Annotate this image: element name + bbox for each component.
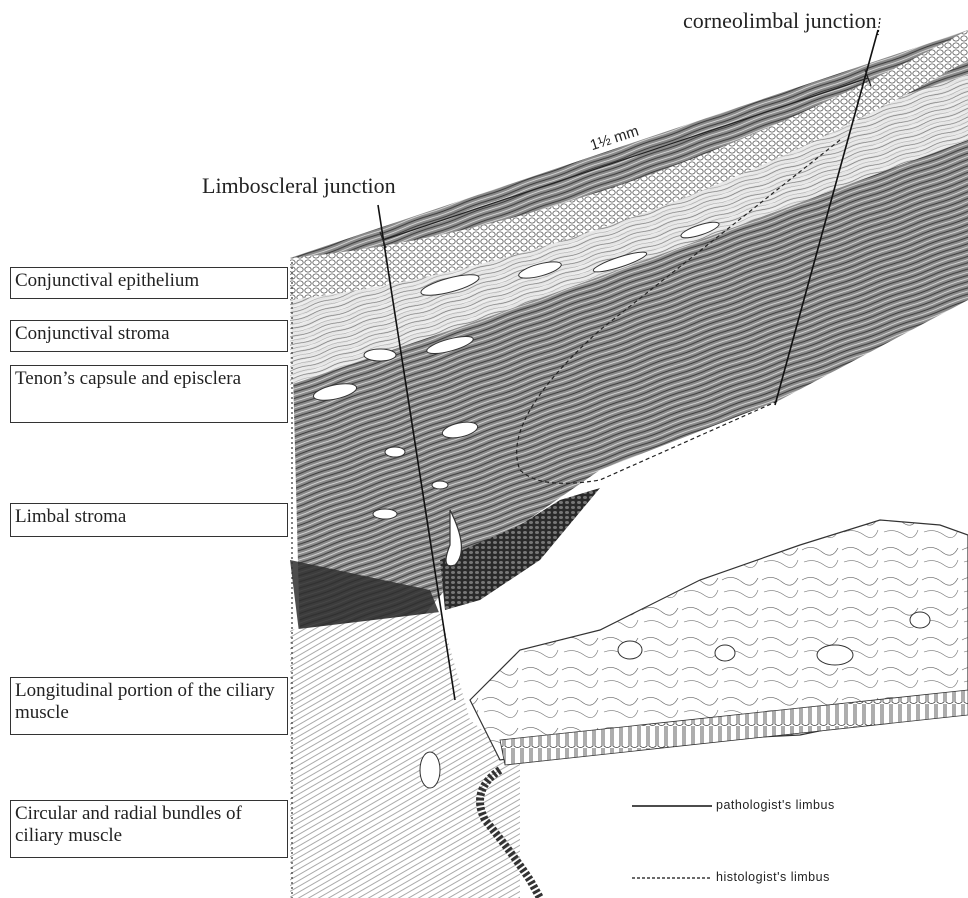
layer-box-circular-radial-bundles: Circular and radial bundles of ciliary m… [10, 800, 288, 858]
layer-box-limbal-stroma: Limbal stroma [10, 503, 288, 537]
ciliary-region [290, 612, 520, 898]
layer-box-conjunctival-stroma: Conjunctival stroma [10, 320, 288, 352]
limboscleral-junction-label: Limboscleral junction [202, 173, 396, 199]
corneolimbal-junction-label: corneolimbal junction [683, 8, 877, 34]
layer-box-conjunctival-epithelium: Conjunctival epithelium [10, 267, 288, 299]
legend-histologist-label: histologist's limbus [716, 870, 830, 884]
legend-pathologist-label: pathologist's limbus [716, 798, 835, 812]
layer-box-tenons-capsule: Tenon’s capsule and episclera [10, 365, 288, 423]
layer-box-longitudinal-ciliary-muscle: Longitudinal portion of the ciliary musc… [10, 677, 288, 735]
corneolimbal-dash-top [878, 18, 880, 35]
